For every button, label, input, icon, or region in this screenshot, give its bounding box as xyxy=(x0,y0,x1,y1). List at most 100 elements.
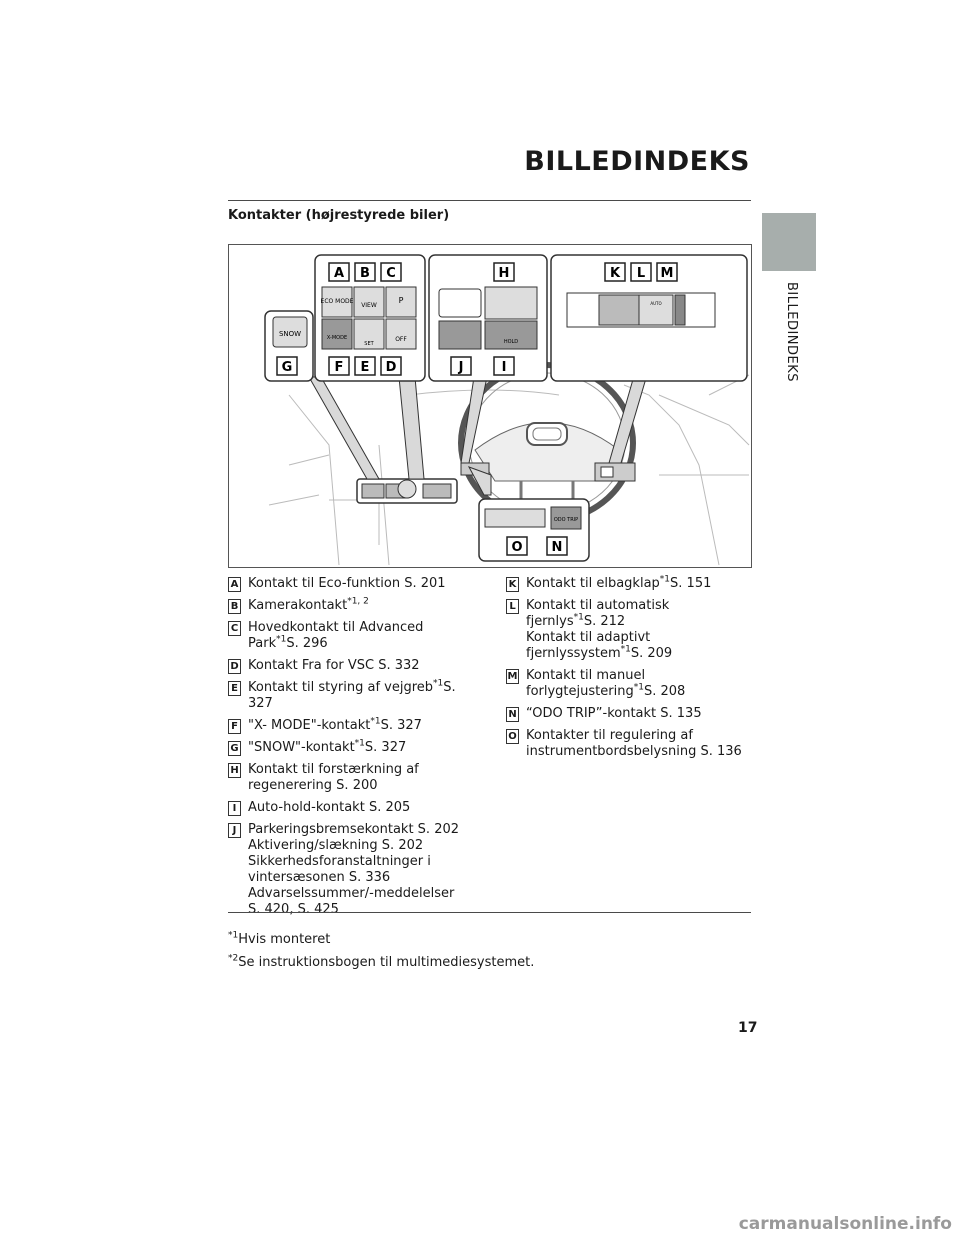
callout-letter: I xyxy=(502,360,507,375)
legend-line: instrumentbordsbelysning S. 136 xyxy=(526,744,742,759)
chapter-tab[interactable] xyxy=(762,213,816,271)
legend-line: fjernlyssystem*1S. 209 xyxy=(526,644,673,661)
callout-letter: F xyxy=(335,360,344,375)
legend-line: Advarselssummer/-meddelelser xyxy=(248,886,455,901)
vsc-off-switch xyxy=(385,318,417,350)
callout-letter: J xyxy=(458,360,464,375)
bottom-divider xyxy=(228,912,751,913)
top-divider xyxy=(228,200,751,201)
legend-line: Kontakt til styring af vejgreb*1S. 327 xyxy=(248,678,456,711)
legend-line: Kontakter til regulering af xyxy=(526,728,693,743)
section-title: Kontakter (højrestyrede biler) xyxy=(228,208,450,223)
dashboard-drawing: SNOW ECO MODE VIEW P X-MODE SET OFF HOLD… xyxy=(264,254,750,566)
snow-switch-label: SNOW xyxy=(279,330,301,338)
callout-letter: L xyxy=(637,266,645,281)
callout-box xyxy=(630,262,652,282)
callout-box xyxy=(328,356,350,376)
parking-brake-switch xyxy=(438,320,482,350)
legend-letter: G xyxy=(228,741,241,756)
legend-line: Hovedkontakt til Advanced xyxy=(248,620,424,635)
page-number: 17 xyxy=(738,1020,758,1036)
legend-line: Park*1S. 296 xyxy=(248,634,328,651)
callout-letter: K xyxy=(610,266,621,281)
side-chapter-label: BILLEDINDEKS xyxy=(784,282,799,383)
headlight-level-dial xyxy=(674,294,686,326)
legend-line: Kontakt til Eco-funktion S. 201 xyxy=(248,576,446,591)
footnote: *1Hvis monteret xyxy=(228,930,331,947)
legend-letter: N xyxy=(506,707,519,722)
hold-label: HOLD xyxy=(504,339,518,345)
callout-box xyxy=(354,356,376,376)
watermark[interactable]: carmanualsonline.info xyxy=(738,1214,952,1234)
odo-trip-switch xyxy=(550,506,582,530)
callout-box xyxy=(493,356,515,376)
legend-letter: O xyxy=(506,729,519,744)
legend-line: Parkeringsbremsekontakt S. 202 xyxy=(248,822,460,837)
legend-line: Kontakt til manuel xyxy=(526,668,646,683)
legend-letter: M xyxy=(506,669,519,684)
legend-line: regenerering S. 200 xyxy=(248,778,378,793)
legend-item: I Auto-hold-kontakt S. 205 xyxy=(228,800,484,816)
legend-letter: H xyxy=(228,763,241,778)
callout-letter: D xyxy=(386,360,397,375)
legend-item: N“ODO TRIP”-kontakt S. 135 xyxy=(506,706,750,722)
eco-mode-switch xyxy=(321,286,353,318)
legend-letter: L xyxy=(506,599,519,614)
callout-box xyxy=(656,262,678,282)
park-label: P xyxy=(399,296,404,305)
callout-letter: E xyxy=(361,360,370,375)
legend-line: Sikkerhedsforanstaltninger i xyxy=(248,854,431,869)
advanced-park-switch xyxy=(385,286,417,318)
road-grip-switch xyxy=(353,318,385,350)
callout-box xyxy=(506,536,528,556)
callout-letter: C xyxy=(386,266,396,281)
off-label: OFF xyxy=(395,336,407,343)
callout-letter: A xyxy=(334,266,344,281)
callout-letter: B xyxy=(360,266,370,281)
callout-letter: M xyxy=(661,266,674,281)
switch-illustration: SNOW ECO MODE VIEW P X-MODE SET OFF HOLD… xyxy=(228,244,752,568)
blank-switch xyxy=(438,288,482,318)
legend-line: "SNOW"-kontakt*1S. 327 xyxy=(248,738,407,755)
x-mode-switch xyxy=(321,318,353,350)
callout-box xyxy=(450,356,472,376)
legend-letter: E xyxy=(228,681,241,696)
power-tailgate-switch xyxy=(598,294,640,326)
legend-line: Kontakt til forstærkning af xyxy=(248,762,419,777)
legend-letter: C xyxy=(228,621,241,636)
auto-label: AUTO xyxy=(650,301,661,306)
footnote: *2Se instruktionsbogen til multimediesys… xyxy=(228,953,535,970)
callout-box xyxy=(276,356,298,376)
legend-line: Kontakt til adaptivt xyxy=(526,630,651,645)
legend-letter: K xyxy=(506,577,519,592)
legend-line: Aktivering/slækning S. 202 xyxy=(248,838,424,853)
auto-high-beam-switch xyxy=(638,294,674,326)
snow-switch xyxy=(272,316,308,348)
legend-letter: I xyxy=(228,801,241,816)
callout-box xyxy=(380,262,402,282)
panel-brightness-switch xyxy=(484,508,546,528)
callout-box xyxy=(546,536,568,556)
x-mode-label: X-MODE xyxy=(327,335,347,341)
legend-letter: D xyxy=(228,659,241,674)
view-label: VIEW xyxy=(361,302,377,309)
callout-box xyxy=(354,262,376,282)
legend-item: F"X- MODE"-kontakt*1S. 327 xyxy=(228,717,484,734)
legend-line: Kontakt til elbagklap*1S. 151 xyxy=(526,574,712,591)
legend-line: Auto-hold-kontakt S. 205 xyxy=(248,800,411,815)
callout-box xyxy=(328,262,350,282)
odo-trip-label: ODO TRIP xyxy=(554,517,578,523)
callout-letter: G xyxy=(282,360,293,375)
legend-item: E Kontakt til styring af vejgreb*1S. 327 xyxy=(228,678,484,712)
legend-item: G "SNOW"-kontakt*1S. 327 xyxy=(228,738,484,756)
legend-letter: J xyxy=(228,823,241,838)
callout-letter: N xyxy=(552,540,563,555)
